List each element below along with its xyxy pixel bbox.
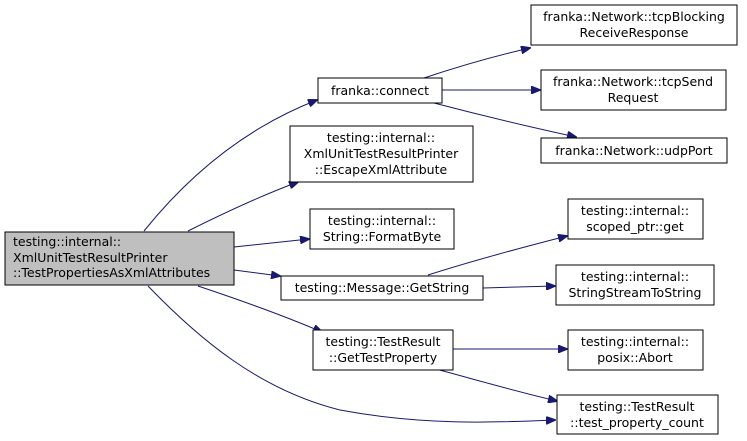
node-label-line: franka::Network::tcpBlocking (543, 9, 725, 24)
node-get-test-property[interactable]: testing::TestResult ::GetTestProperty (312, 329, 454, 371)
node-label-line: franka::connect (331, 83, 429, 98)
node-label-line: Request (608, 90, 659, 105)
node-label-line: scoped_ptr::get (586, 219, 684, 234)
nodes: testing::internal:: XmlUnitTestResultPri… (4, 4, 738, 435)
node-label-line: ::GetTestProperty (329, 350, 438, 365)
node-label-line: ::TestPropertiesAsXmlAttributes (13, 265, 210, 280)
node-label-line: testing::internal:: (328, 213, 436, 228)
node-label-line: testing::Message::GetString (295, 280, 470, 295)
node-tcp-send-request[interactable]: franka::Network::tcpSend Request (540, 69, 727, 111)
node-label-line: franka::Network::udpPort (555, 143, 713, 158)
node-label-line: ::EscapeXmlAttribute (315, 162, 448, 177)
node-posix-abort[interactable]: testing::internal:: posix::Abort (567, 329, 704, 371)
node-label-line: String::FormatByte (323, 229, 442, 244)
node-scoped-ptr-get[interactable]: testing::internal:: scoped_ptr::get (567, 198, 704, 240)
node-label-line: testing::internal:: (13, 234, 121, 249)
edge-get-string-scoped-ptr-get (427, 236, 567, 276)
node-label-line: testing::TestResult (326, 334, 441, 349)
node-test-properties-as-xml-attributes[interactable]: testing::internal:: XmlUnitTestResultPri… (4, 231, 235, 286)
node-escape-xml-attribute[interactable]: testing::internal:: XmlUnitTestResultPri… (289, 125, 474, 183)
edge-root-format-byte (233, 239, 309, 248)
edge-root-connect (143, 100, 317, 232)
edge-root-test-property-count (147, 285, 555, 422)
edge-root-get-string (233, 269, 280, 276)
node-tcp-blocking-receive-response[interactable]: franka::Network::tcpBlocking ReceiveResp… (530, 4, 738, 46)
node-label-line: testing::internal:: (581, 269, 689, 284)
node-label-line: testing::TestResult (580, 399, 695, 414)
node-label-line: XmlUnitTestResultPrinter (13, 250, 168, 265)
node-label-line: posix::Abort (597, 350, 673, 365)
node-get-string[interactable]: testing::Message::GetString (280, 275, 484, 301)
node-string-stream-to-string[interactable]: testing::internal:: StringStreamToString (555, 264, 715, 306)
edge-get-string-string-stream-to-string (482, 286, 555, 288)
node-label-line: StringStreamToString (569, 285, 702, 300)
edge-connect-tcp-blocking-receive (423, 48, 530, 79)
node-format-byte[interactable]: testing::internal:: String::FormatByte (309, 208, 455, 250)
edge-root-escape-xml-attribute (187, 182, 298, 232)
node-label-line: testing::internal:: (581, 203, 689, 218)
node-label-line: franka::Network::tcpSend (553, 74, 713, 89)
edges (143, 48, 576, 422)
node-label-line: ::test_property_count (570, 415, 704, 430)
node-label-line: XmlUnitTestResultPrinter (304, 146, 459, 161)
node-label-line: testing::internal:: (327, 130, 435, 145)
edge-connect-udp-port (433, 102, 576, 137)
edge-get-test-property-test-property-count (431, 367, 557, 401)
node-franka-connect[interactable]: franka::connect (317, 77, 443, 104)
node-test-property-count[interactable]: testing::TestResult ::test_property_coun… (556, 394, 719, 435)
node-udp-port[interactable]: franka::Network::udpPort (540, 137, 728, 164)
node-label-line: testing::internal:: (581, 334, 689, 349)
edge-root-get-test-property (197, 285, 322, 332)
node-label-line: ReceiveResponse (580, 25, 689, 40)
